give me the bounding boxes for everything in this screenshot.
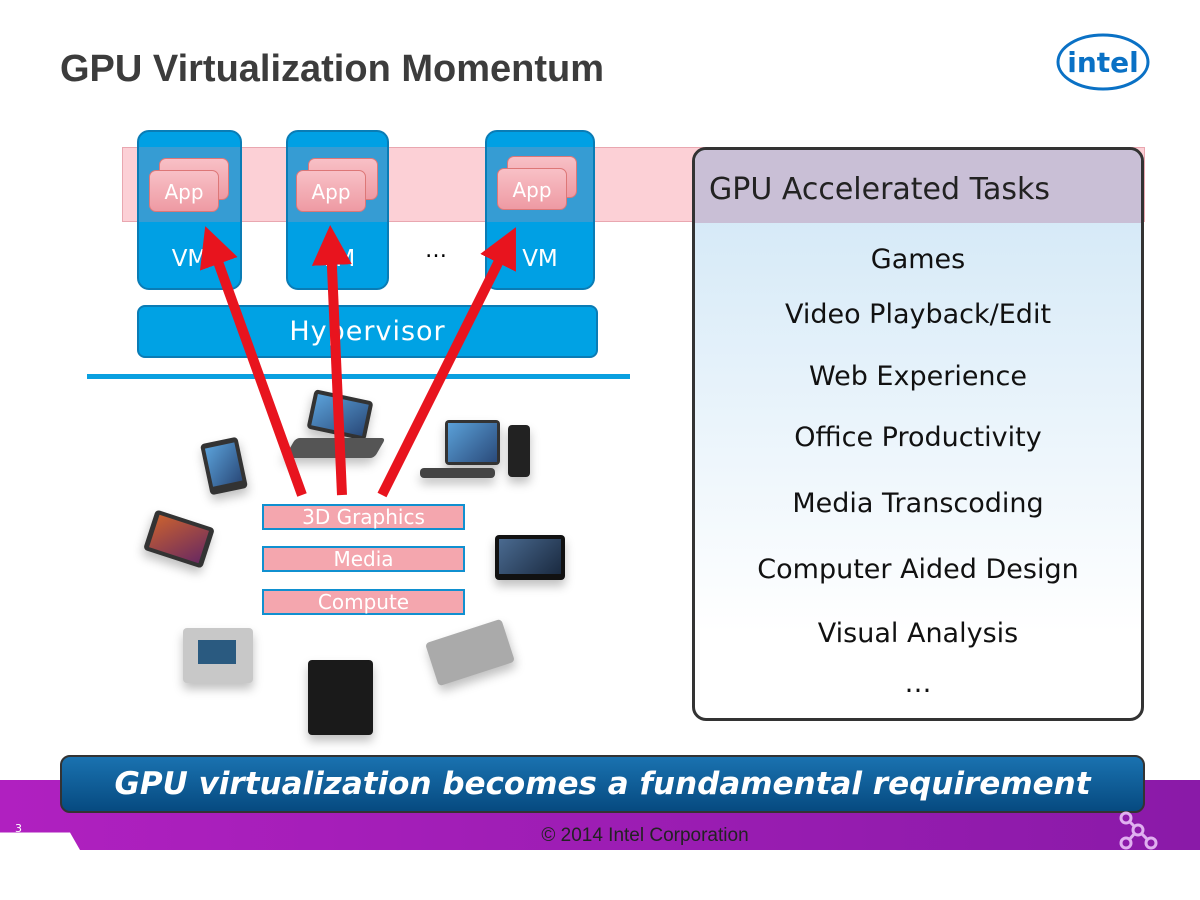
server-rack-image <box>308 660 373 735</box>
arrow-to-vm-3 <box>377 227 516 498</box>
hardware-divider <box>87 374 630 379</box>
molecule-icon <box>1119 811 1158 850</box>
panel-title: GPU Accelerated Tasks <box>695 150 1141 223</box>
engine-media: Media <box>262 546 465 572</box>
app-card: App <box>497 168 567 210</box>
engine-3d-graphics: 3D Graphics <box>262 504 465 530</box>
task-item: Media Transcoding <box>792 488 1044 519</box>
page-number: 3 <box>15 822 22 835</box>
app-card: App <box>149 170 219 212</box>
task-item: Office Productivity <box>794 422 1042 453</box>
desktop-pc-image <box>445 420 500 465</box>
vm-ellipsis: … <box>425 238 447 263</box>
slide-title: GPU Virtualization Momentum <box>60 48 605 90</box>
app-card: App <box>296 170 366 212</box>
vm-label: VM <box>522 246 558 272</box>
task-item: Web Experience <box>808 361 1028 392</box>
engine-compute: Compute <box>262 589 465 615</box>
arrow-to-vm-2 <box>311 225 352 496</box>
svg-text:intel: intel <box>1067 46 1139 79</box>
hypervisor-box: Hypervisor <box>137 305 598 358</box>
tv-image <box>495 535 565 580</box>
arrows-layer <box>199 225 516 498</box>
gpu-tasks-panel: GPU Accelerated Tasks Games Video Playba… <box>692 147 1144 721</box>
key-message-banner: GPU virtualization becomes a fundamental… <box>60 755 1145 813</box>
task-item: Games <box>870 244 966 275</box>
intel-logo: intel <box>1056 33 1150 91</box>
vm-box-3: App VM <box>485 130 595 290</box>
rack-server-image <box>425 618 515 687</box>
task-item: Video Playback/Edit <box>784 299 1052 330</box>
vm-box-1: App VM <box>137 130 242 290</box>
task-item: Visual Analysis <box>817 618 1019 649</box>
car-dashboard-image <box>183 628 253 683</box>
task-item: Computer Aided Design <box>757 554 1079 585</box>
copyright: © 2014 Intel Corporation <box>541 825 749 846</box>
task-item: … <box>904 668 932 699</box>
arrow-to-vm-1 <box>199 226 307 497</box>
